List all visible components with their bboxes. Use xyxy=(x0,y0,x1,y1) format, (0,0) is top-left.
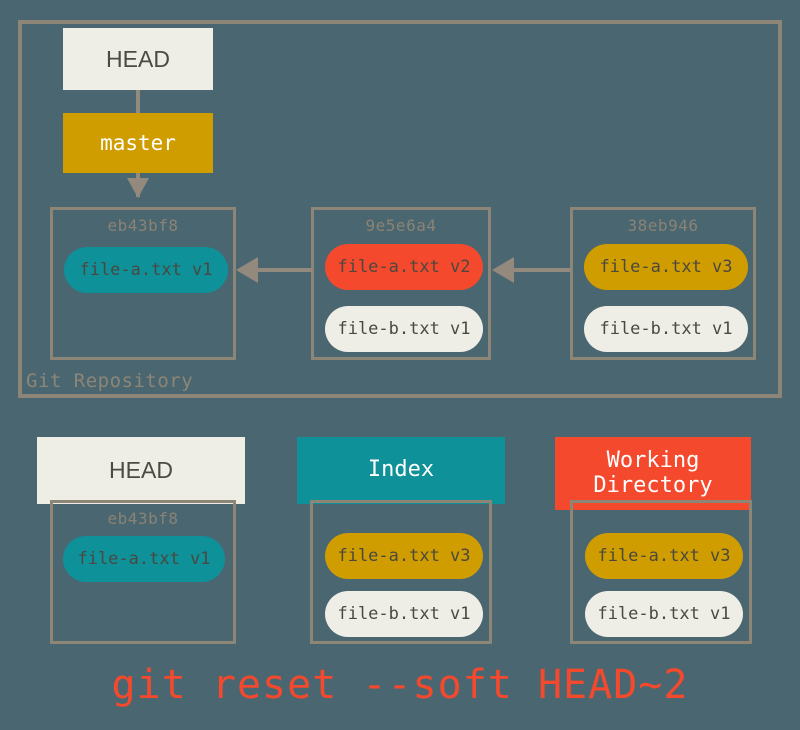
blob-file-a: file-a.txt v2 xyxy=(325,244,483,290)
column-title: Index xyxy=(367,457,435,483)
blob-label: file-a.txt v3 xyxy=(597,546,731,566)
arrow-line-commit3-to-commit2 xyxy=(514,268,571,272)
commit-box-9e5e6a4: 9e5e6a4 file-a.txt v2 file-b.txt v1 xyxy=(311,207,491,360)
blob-label: file-a.txt v1 xyxy=(79,260,213,280)
blob-file-b: file-b.txt v1 xyxy=(584,306,748,352)
head-pointer-box: HEAD xyxy=(63,28,213,90)
blob-label: file-b.txt v1 xyxy=(599,319,733,339)
blob-file-b: file-b.txt v1 xyxy=(585,591,743,637)
blob-file-a: file-a.txt v3 xyxy=(584,244,748,290)
command-caption: git reset --soft HEAD~2 xyxy=(111,662,689,708)
column-title: HEAD xyxy=(109,456,173,483)
commit-hash: eb43bf8 xyxy=(107,216,179,235)
column-body-index: file-a.txt v3 file-b.txt v1 xyxy=(310,500,492,644)
blob-label: file-b.txt v1 xyxy=(597,604,731,624)
column-title-line1: Working xyxy=(606,447,700,473)
blob-file-b: file-b.txt v1 xyxy=(325,306,483,352)
arrow-left-icon xyxy=(236,257,258,283)
column-header-index: Index xyxy=(297,437,505,504)
column-hash: eb43bf8 xyxy=(107,509,179,528)
column-body-working-directory: file-a.txt v3 file-b.txt v1 xyxy=(570,500,752,644)
blob-file-a: file-a.txt v3 xyxy=(585,533,743,579)
arrow-line-commit2-to-commit1 xyxy=(258,268,312,272)
blob-label: file-a.txt v3 xyxy=(337,546,471,566)
blob-label: file-a.txt v3 xyxy=(599,257,733,277)
commit-hash: 9e5e6a4 xyxy=(365,216,437,235)
column-header-working-directory: Working Directory xyxy=(555,437,751,510)
commit-hash: 38eb946 xyxy=(627,216,699,235)
commit-box-38eb946: 38eb946 file-a.txt v3 file-b.txt v1 xyxy=(570,207,756,360)
master-branch-label: master xyxy=(100,131,176,155)
blob-label: file-a.txt v1 xyxy=(77,549,211,569)
head-pointer-label: HEAD xyxy=(106,45,170,72)
arrow-down-icon xyxy=(127,178,149,198)
git-repository-label: Git Repository xyxy=(26,370,194,392)
git-repository-frame xyxy=(18,20,782,398)
arrow-left-icon xyxy=(492,257,514,283)
column-title-line2: Directory xyxy=(593,472,713,498)
blob-file-b: file-b.txt v1 xyxy=(325,591,483,637)
blob-label: file-b.txt v1 xyxy=(337,604,471,624)
blob-file-a: file-a.txt v1 xyxy=(64,247,228,293)
column-header-head: HEAD xyxy=(37,437,245,504)
blob-file-a: file-a.txt v3 xyxy=(325,533,483,579)
blob-label: file-b.txt v1 xyxy=(337,319,471,339)
commit-box-eb43bf8: eb43bf8 file-a.txt v1 xyxy=(50,207,236,360)
blob-file-a: file-a.txt v1 xyxy=(63,536,225,582)
master-branch-box: master xyxy=(63,113,213,173)
connector-head-to-master xyxy=(136,90,140,113)
column-body-head: eb43bf8 file-a.txt v1 xyxy=(50,500,236,644)
blob-label: file-a.txt v2 xyxy=(337,257,471,277)
